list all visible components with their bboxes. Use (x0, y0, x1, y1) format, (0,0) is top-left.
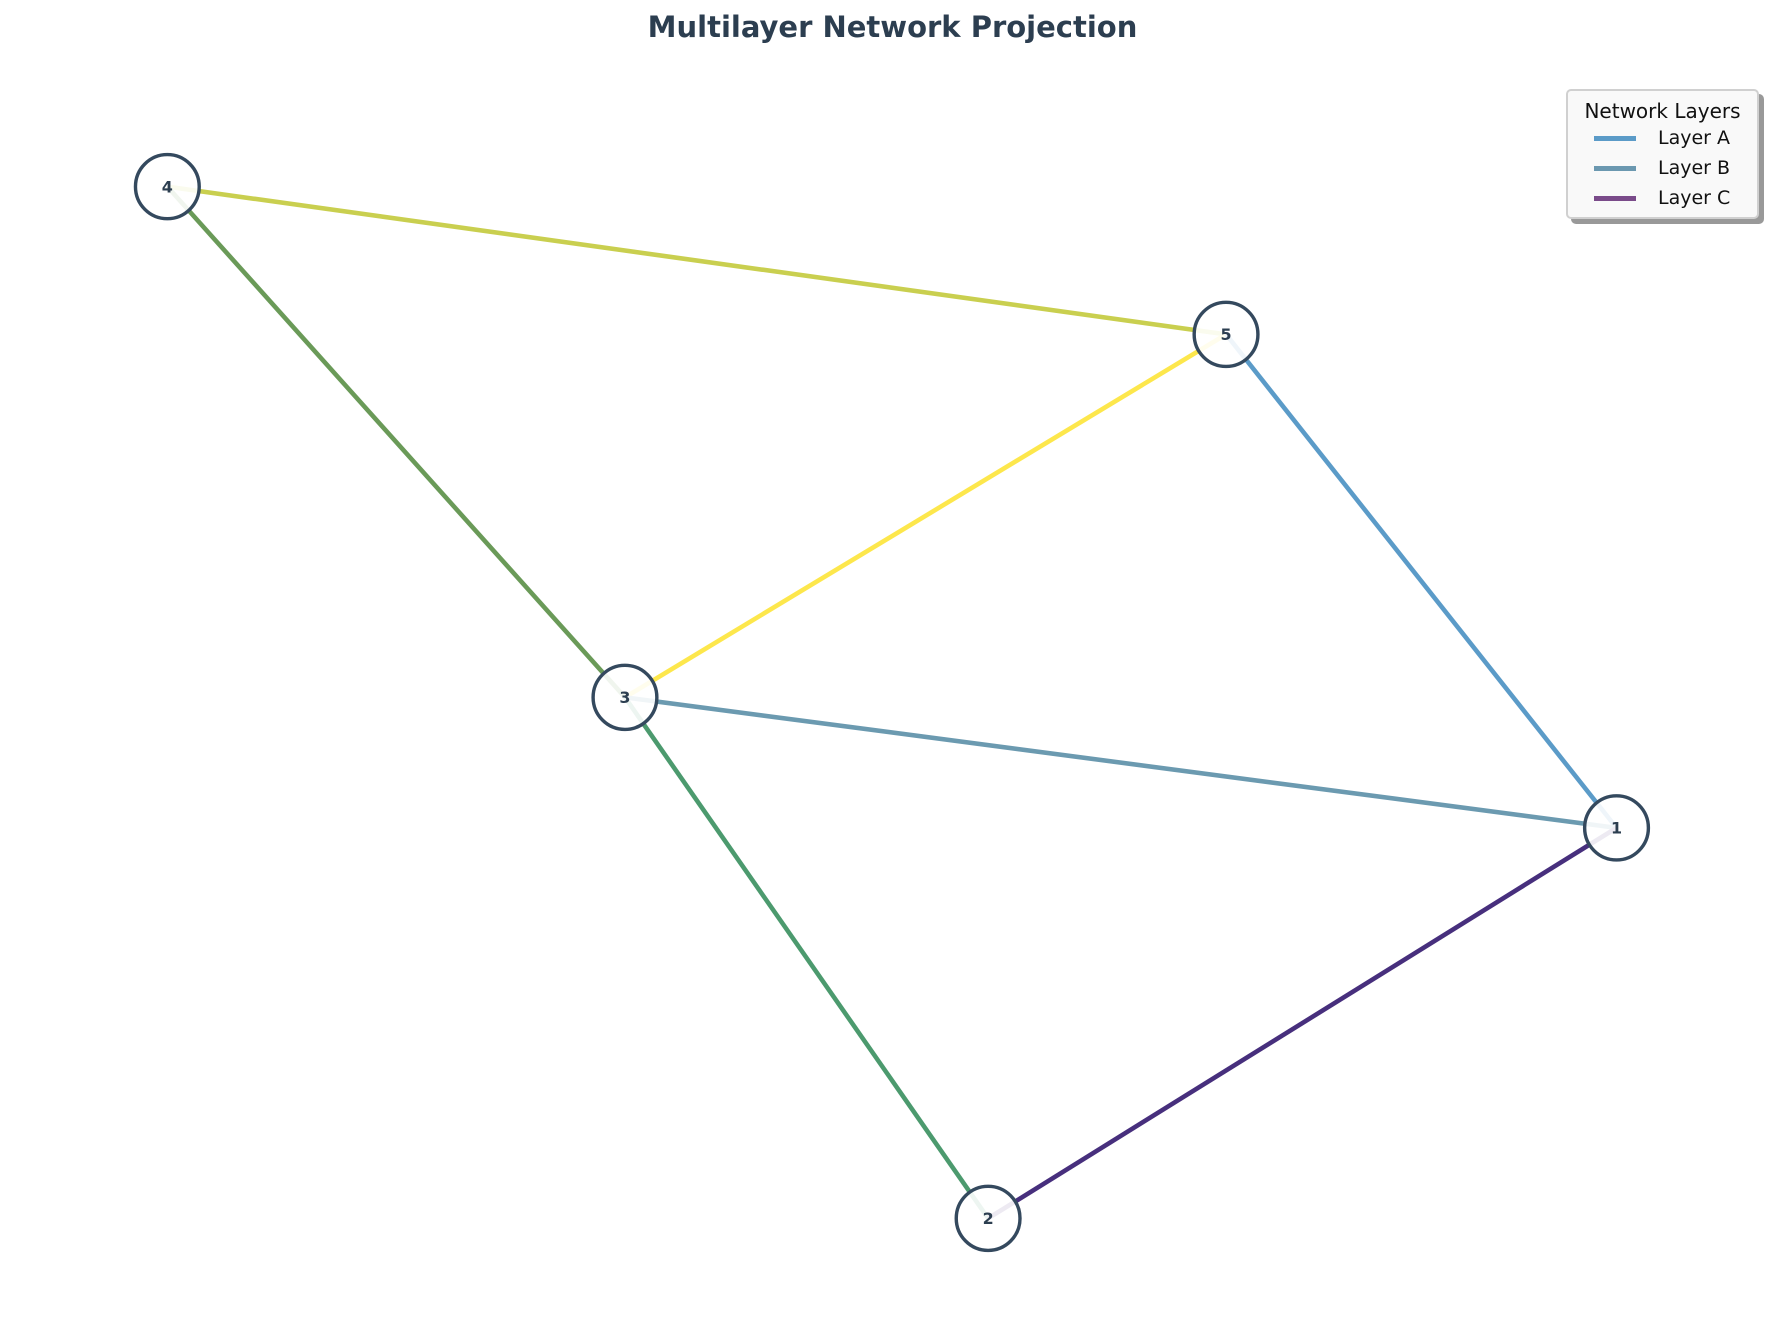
edge-5-1 (1224, 332, 1619, 830)
node-label: 2 (983, 1209, 994, 1228)
node-label: 5 (1221, 325, 1232, 344)
node-circle (954, 1184, 1022, 1253)
edge-2-1 (986, 825, 1618, 1221)
edge-3-5 (623, 332, 1228, 700)
legend-label: Layer A (1658, 127, 1731, 149)
edge-3-1 (624, 695, 1617, 831)
node-label: 4 (162, 177, 173, 196)
node-3: 3 (591, 663, 659, 732)
node-circle (1192, 300, 1260, 369)
node-4: 4 (133, 152, 201, 221)
node-1: 1 (1582, 794, 1651, 862)
node-circle (133, 152, 201, 221)
legend-swatch (1594, 195, 1636, 201)
legend-title: Network Layers (1584, 99, 1741, 123)
edge-4-5 (167, 184, 1227, 337)
legend-swatch (1594, 165, 1636, 171)
node-label: 3 (619, 688, 630, 707)
node-label: 1 (1611, 819, 1622, 838)
legend-label: Layer B (1658, 157, 1731, 179)
legend-item-layer-c: Layer C (1594, 183, 1757, 213)
edge-3-2 (623, 696, 990, 1220)
legend-swatch (1594, 135, 1636, 141)
chart-title: Multilayer Network Projection (647, 10, 1138, 44)
node-circle (1582, 794, 1651, 862)
legend: Network Layers Layer A Layer B Layer C (1566, 89, 1759, 219)
legend-item-layer-a: Layer A (1594, 123, 1757, 153)
legend-item-layer-b: Layer B (1594, 153, 1757, 183)
legend-label: Layer C (1658, 187, 1731, 209)
node-2: 2 (954, 1184, 1022, 1253)
node-circle (591, 663, 659, 732)
node-5: 5 (1192, 300, 1260, 369)
edge-4-3 (165, 185, 627, 699)
